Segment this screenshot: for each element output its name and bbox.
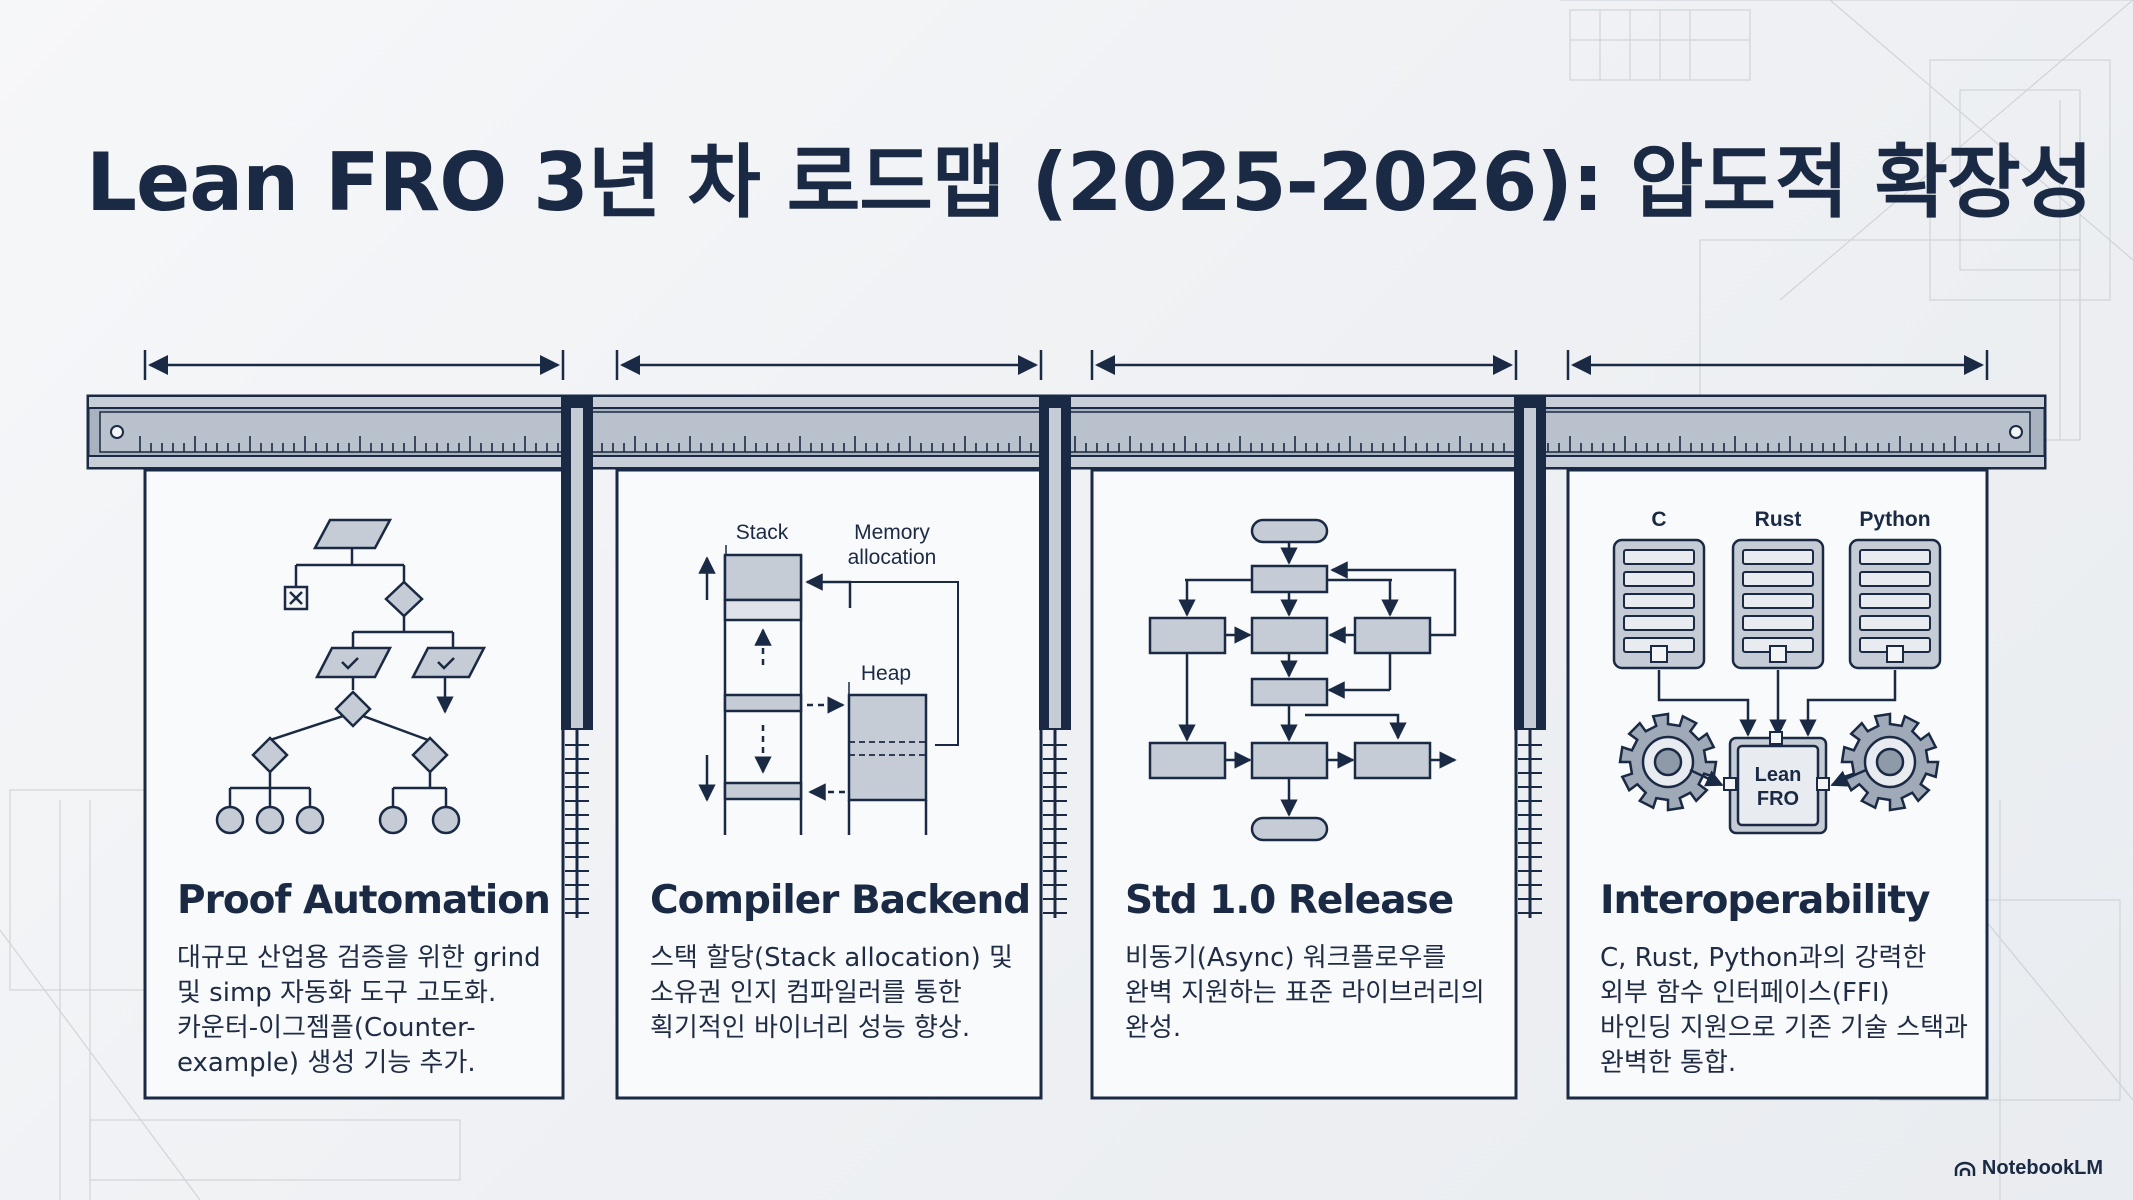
allocation-label: allocation xyxy=(848,546,937,569)
brand-label: NotebookLM xyxy=(1981,1157,2103,1179)
panel-title-interoperability: Interoperability xyxy=(1600,878,1930,923)
ffi-illustration: C Rust Python Lean FRO xyxy=(1612,508,1942,835)
c-label: C xyxy=(1651,508,1666,531)
notebooklm-watermark: NotebookLM xyxy=(1954,1157,2103,1180)
fro-label: FRO xyxy=(1757,788,1799,810)
memory-label: Memory xyxy=(854,521,930,544)
divider-posts xyxy=(561,396,1546,918)
stack-label: Stack xyxy=(736,521,789,544)
span-arrow-3 xyxy=(1090,350,1518,380)
panel-desc-proof-automation: 대규모 산업용 검증을 위한 grind 및 simp 자동화 도구 고도화. … xyxy=(177,943,541,1078)
panel-title-compiler-backend: Compiler Backend xyxy=(650,878,1031,923)
panel-desc-interoperability: C, Rust, Python과의 강력한 외부 함수 인터페이스(FFI) 바… xyxy=(1600,943,1968,1078)
page-title: Lean FRO 3년 차 로드맵 (2025-2026): 압도적 확장성 xyxy=(86,136,2093,229)
span-arrow-4 xyxy=(1566,350,1989,380)
notebooklm-logo-icon xyxy=(1954,1161,1976,1176)
panel-desc-compiler-backend: 스택 할당(Stack allocation) 및 소유권 인지 컴파일러를 통… xyxy=(650,943,1013,1043)
panel-frame-2 xyxy=(615,468,1043,1100)
rust-label: Rust xyxy=(1755,508,1802,531)
stack-heap-illustration: Stack Memory allocation Heap xyxy=(698,521,959,835)
decision-tree-illustration xyxy=(215,518,487,835)
heap-label: Heap xyxy=(861,662,911,685)
panel-desc-std-release: 비동기(Async) 워크플로우를 완벽 지원하는 표준 라이브러리의 완성. xyxy=(1125,943,1485,1043)
span-arrow-1 xyxy=(143,350,565,380)
panel-title-std-release: Std 1.0 Release xyxy=(1125,878,1454,923)
panel-title-proof-automation: Proof Automation xyxy=(177,878,551,923)
panel-frame-1 xyxy=(143,468,565,1100)
span-arrow-2 xyxy=(615,350,1043,380)
async-flowchart-illustration xyxy=(1148,518,1457,842)
panel-compiler-backend: Compiler Backend 스택 할당(Stack allocation)… xyxy=(650,878,1031,1046)
python-label: Python xyxy=(1859,508,1930,531)
panel-proof-automation: Proof Automation 대규모 산업용 검증을 위한 grind 및 … xyxy=(177,878,551,1081)
panel-std-release: Std 1.0 Release 비동기(Async) 워크플로우를 완벽 지원하… xyxy=(1125,878,1485,1046)
lean-label: Lean xyxy=(1755,764,1802,786)
panel-interoperability: Interoperability C, Rust, Python과의 강력한 외… xyxy=(1600,878,1968,1081)
